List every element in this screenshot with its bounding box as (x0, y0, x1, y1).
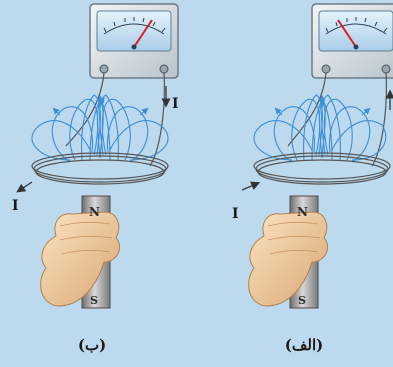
current-label-b-bottom: I (12, 198, 19, 214)
galvanometer-b (90, 4, 178, 78)
galvanometer-alef (312, 4, 393, 78)
magnet-pole-b-top: N (89, 205, 100, 219)
magnet-pole-b-bottom: S (90, 294, 98, 307)
caption-alef: (الف) (264, 336, 344, 354)
magnetic-field-lines-alef (254, 95, 386, 162)
panel-b (20, 4, 178, 308)
panel-alef (242, 4, 393, 308)
current-label-b-top: I (172, 96, 179, 112)
magnet-pole-alef-bottom: S (298, 294, 306, 307)
caption-b: (ب) (52, 336, 132, 354)
current-label-alef-bottom: I (232, 206, 239, 222)
magnet-pole-alef-top: N (297, 205, 308, 219)
magnetic-field-lines-b (32, 95, 168, 162)
